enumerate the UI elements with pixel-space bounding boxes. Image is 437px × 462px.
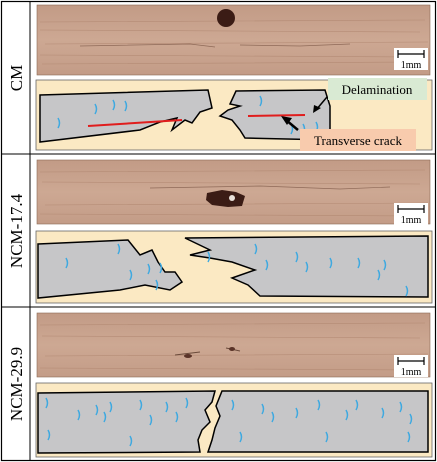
ncm-29-9-fiber-ticks — [45, 397, 413, 447]
cm-photo — [36, 4, 431, 76]
row-label-cm: CM — [7, 65, 26, 91]
ncm-17-4-specimen-left — [37, 239, 184, 299]
ncm-17-4-scale-bar: 1mm — [394, 203, 428, 226]
row-label-ncm-17-4: NCM-17.4 — [7, 193, 26, 268]
ncm-17-4-scale-label: 1mm — [401, 215, 422, 226]
delamination-label: Delamination — [342, 82, 413, 97]
ncm-29-9-photo — [36, 312, 431, 378]
cm-scale-label: 1mm — [401, 60, 422, 71]
impact-mark — [206, 190, 245, 207]
ncm-17-4-schematic — [35, 230, 433, 304]
delamination-callout: Delamination — [328, 78, 427, 100]
cm-specimen-left — [39, 89, 213, 143]
ncm-17-4-photo — [36, 159, 431, 225]
ncm-17-4-specimen-right — [184, 235, 429, 298]
impact-mark — [184, 354, 192, 358]
cm-schematic: Delamination Transverse crack — [35, 78, 433, 151]
transverse-crack-label: Transverse crack — [314, 133, 402, 148]
row-label-ncm-29-9: NCM-29.9 — [7, 347, 26, 421]
cm-delamination-line-right — [247, 114, 306, 117]
ncm-17-4-fiber-ticks — [65, 243, 409, 297]
impact-mark — [217, 9, 235, 27]
ncm-29-9-specimen-left — [37, 390, 216, 454]
ncm-29-9-scale-label: 1mm — [401, 367, 422, 378]
cm-scale-bar: 1mm — [394, 48, 428, 71]
ncm-29-9-schematic — [35, 382, 433, 458]
ncm-29-9-scale-bar: 1mm — [394, 355, 428, 378]
cm-delamination-line-left — [87, 119, 183, 127]
transverse-crack-callout: Transverse crack — [300, 129, 416, 151]
